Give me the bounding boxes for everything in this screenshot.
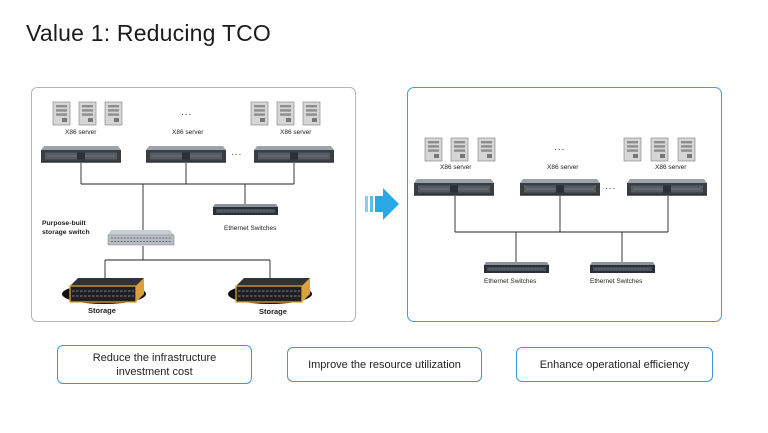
left-server-label-2: X86 server	[172, 129, 204, 136]
right-ethernet-switch-label-2: Ethernet Switches	[590, 278, 643, 285]
right-ethernet-switch-2	[589, 261, 656, 274]
right-server-label-2: X86 server	[547, 164, 579, 171]
left-ellipsis-servers: ...	[231, 147, 243, 158]
purpose-built-storage-switch	[107, 229, 175, 246]
left-ethernet-switch	[212, 203, 279, 216]
right-server-label-3: X86 server	[655, 164, 687, 171]
storage-label-2: Storage	[259, 307, 287, 316]
transition-arrow	[365, 188, 399, 220]
right-server-1	[413, 178, 495, 197]
benefit-operational-efficiency-text: Enhance operational efficiency	[539, 358, 690, 371]
benefit-improve-utilization-text: Improve the resource utilization	[308, 358, 461, 371]
right-ethernet-switch-1	[483, 261, 550, 274]
page-title: Value 1: Reducing TCO	[26, 20, 271, 46]
benefit-operational-efficiency: Enhance operational efficiency	[516, 347, 713, 382]
right-ellipsis-top: ...	[554, 142, 566, 153]
right-vm-group-1	[424, 137, 496, 162]
left-connection-lines	[80, 163, 295, 278]
right-ethernet-switch-label-1: Ethernet Switches	[484, 278, 537, 285]
left-ellipsis-top: ...	[181, 107, 193, 118]
right-server-2	[519, 178, 601, 197]
benefit-improve-utilization: Improve the resource utilization	[287, 347, 482, 382]
left-server-label-3: X86 server	[280, 129, 312, 136]
right-ellipsis-servers: ...	[605, 181, 617, 192]
left-server-2	[145, 145, 227, 164]
storage-array-2	[227, 277, 313, 305]
left-server-1	[40, 145, 122, 164]
left-server-3	[253, 145, 335, 164]
left-vm-group-1	[52, 101, 123, 126]
storage-array-1	[61, 277, 147, 305]
left-ethernet-switch-label: Ethernet Switches	[224, 225, 277, 232]
left-server-label-1: X86 server	[65, 129, 97, 136]
storage-label-1: Storage	[88, 306, 116, 315]
left-vm-group-2	[250, 101, 321, 126]
benefit-reduce-cost-text: Reduce the infrastructure investment cos…	[92, 351, 217, 378]
right-vm-group-2	[623, 137, 696, 162]
storage-switch-label: Purpose-built storage switch	[42, 220, 90, 236]
right-server-3	[626, 178, 708, 197]
converged-architecture-panel	[407, 87, 722, 322]
right-server-label-1: X86 server	[440, 164, 472, 171]
benefit-reduce-cost: Reduce the infrastructure investment cos…	[57, 345, 252, 384]
right-connection-lines	[454, 196, 669, 262]
